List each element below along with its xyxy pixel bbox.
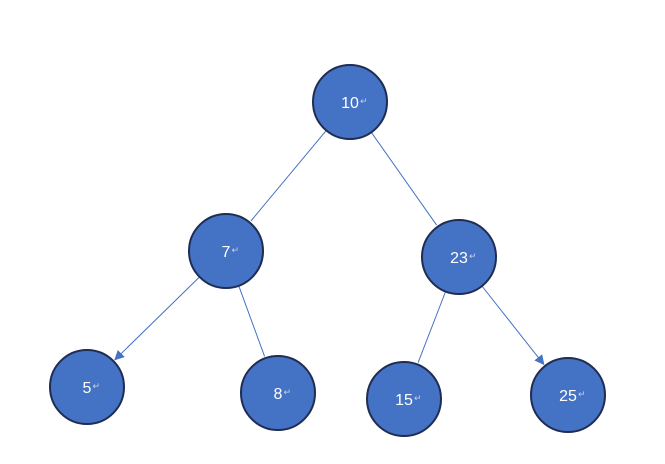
edge-n10-n7 bbox=[250, 130, 327, 222]
edge-n7-n8 bbox=[238, 285, 266, 357]
return-mark-icon: ↵ bbox=[360, 97, 368, 107]
node-circle bbox=[312, 64, 388, 140]
return-mark-icon: ↵ bbox=[284, 388, 292, 398]
tree-node-7: 7↵ bbox=[188, 213, 264, 289]
edge-n7-n5 bbox=[114, 276, 200, 361]
nodes-layer: 10↵7↵23↵5↵8↵15↵25↵ bbox=[49, 64, 606, 437]
return-mark-icon: ↵ bbox=[578, 390, 586, 400]
node-label: 23 bbox=[450, 250, 468, 267]
edge-n23-n25 bbox=[481, 285, 545, 366]
edge-n23-n15 bbox=[417, 291, 447, 363]
node-label: 25 bbox=[559, 388, 577, 405]
edge-n10-n23 bbox=[370, 132, 438, 226]
node-label: 5 bbox=[83, 380, 92, 397]
tree-node-23: 23↵ bbox=[421, 219, 497, 295]
node-label: 15 bbox=[395, 392, 413, 409]
return-mark-icon: ↵ bbox=[469, 252, 477, 262]
tree-node-8: 8↵ bbox=[240, 355, 316, 431]
node-label: 10 bbox=[341, 95, 359, 112]
return-mark-icon: ↵ bbox=[414, 394, 422, 404]
tree-node-15: 15↵ bbox=[366, 361, 442, 437]
node-circle bbox=[188, 213, 264, 289]
node-circle bbox=[421, 219, 497, 295]
tree-node-25: 25↵ bbox=[530, 357, 606, 433]
edges-layer bbox=[114, 130, 545, 366]
node-circle bbox=[530, 357, 606, 433]
node-circle bbox=[366, 361, 442, 437]
return-mark-icon: ↵ bbox=[93, 382, 101, 392]
node-label: 7 bbox=[222, 244, 231, 261]
tree-node-5: 5↵ bbox=[49, 349, 125, 425]
node-label: 8 bbox=[274, 386, 283, 403]
node-circle bbox=[49, 349, 125, 425]
tree-node-10: 10↵ bbox=[312, 64, 388, 140]
node-circle bbox=[240, 355, 316, 431]
return-mark-icon: ↵ bbox=[232, 246, 240, 256]
